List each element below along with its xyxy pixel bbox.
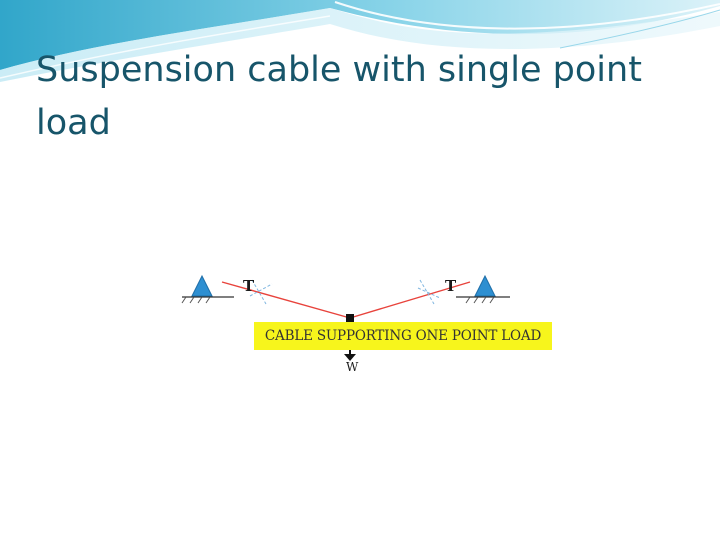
slide-title: Suspension cable with single point load <box>36 50 642 143</box>
right-support-hatching <box>465 296 495 304</box>
cable-diagram: T T CABLE SUPPORTING ONE POINT LOAD W <box>140 232 582 398</box>
swoosh-thin-line <box>559 9 720 49</box>
left-support-triangle <box>191 274 213 297</box>
caption-box: CABLE SUPPORTING ONE POINT LOAD <box>254 322 552 350</box>
right-angle-marker <box>417 279 441 305</box>
swoosh-thin-line <box>0 15 331 79</box>
load-arrow-head <box>344 354 356 361</box>
left-angle-marker <box>249 279 273 305</box>
cable-diagram-drawing <box>181 274 510 361</box>
cable-left-segment <box>221 281 351 319</box>
tension-label-right: T <box>445 277 457 295</box>
swoosh-highlight-line <box>334 1 720 30</box>
diagram-caption: CABLE SUPPORTING ONE POINT LOAD <box>264 328 542 344</box>
tension-label-left: T <box>243 277 255 295</box>
left-support-hatching <box>181 296 211 304</box>
swoosh-band-dark <box>0 0 720 70</box>
right-support-triangle <box>474 274 496 297</box>
load-label: W <box>346 360 359 374</box>
load-point-block <box>346 314 354 322</box>
cable-right-segment <box>349 281 471 319</box>
